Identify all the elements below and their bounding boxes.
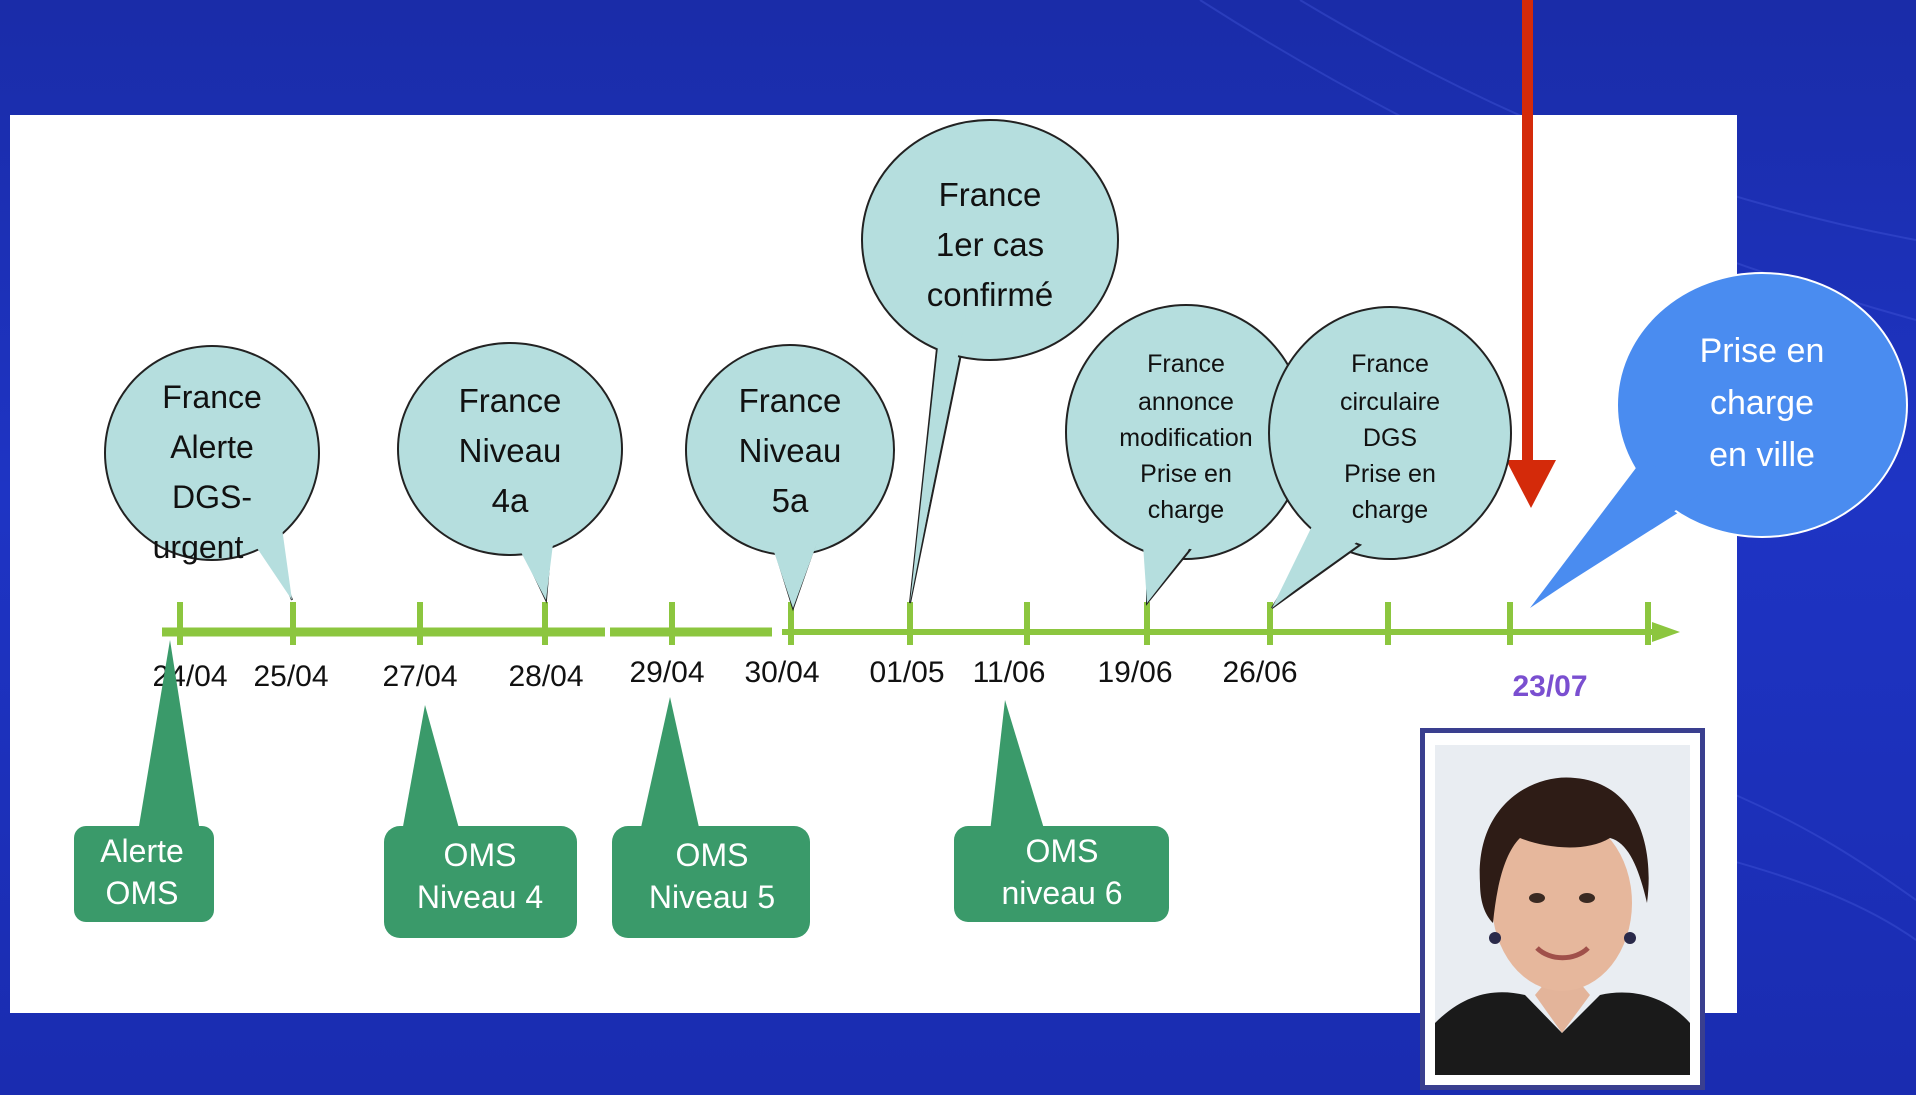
oms-line: OMS (106, 875, 179, 911)
oms-line: OMS (444, 837, 517, 873)
date-labels: 24/04 25/04 27/04 28/04 29/04 30/04 01/0… (152, 656, 1587, 703)
bubble-france-circulaire: France circulaire DGS Prise en charge (1268, 306, 1512, 609)
oms-line: Alerte (100, 833, 184, 869)
bubble-line: urgent (153, 529, 244, 565)
date-label: 26/06 (1222, 656, 1297, 689)
bubble-line: charge (1352, 496, 1428, 524)
oms-line: OMS (676, 837, 749, 873)
oms-box-niveau-6: OMS niveau 6 (954, 700, 1169, 922)
bubble-line: France (1147, 350, 1225, 378)
bubble-line: 1er cas (936, 226, 1044, 263)
bubble-france-niveau-5a: France Niveau 5a (685, 344, 895, 612)
timeline-axis (162, 602, 1680, 645)
bubble-line: 4a (492, 482, 529, 519)
oms-box-alerte: Alerte OMS (74, 640, 214, 922)
bubble-line: charge (1148, 496, 1224, 524)
bubble-line: DGS (1363, 424, 1417, 452)
red-down-arrow (1506, 0, 1556, 508)
date-label: 29/04 (629, 656, 704, 689)
bubble-line: annonce (1138, 388, 1234, 416)
bubble-line: France (162, 379, 262, 415)
highlight-date: 23/07 (1512, 670, 1587, 703)
bubble-line: France (459, 382, 562, 419)
bubble-line: Niveau (739, 432, 842, 469)
date-label: 01/05 (869, 656, 944, 689)
bubble-line: Alerte (170, 429, 254, 465)
bubble-france-niveau-4a: France Niveau 4a (397, 342, 623, 604)
oms-box-niveau-4: OMS Niveau 4 (384, 705, 577, 938)
portrait-photo (1420, 728, 1705, 1090)
bubble-france-annonce: France annonce modification Prise en cha… (1065, 304, 1307, 606)
bubble-line: circulaire (1340, 388, 1440, 416)
bubble-france-1er-cas: France 1er cas confirmé (861, 119, 1119, 604)
callout-line: en ville (1709, 436, 1815, 474)
date-label: 27/04 (382, 660, 457, 693)
oms-box-niveau-5: OMS Niveau 5 (612, 697, 810, 938)
date-label: 11/06 (973, 656, 1046, 689)
bubble-line: 5a (772, 482, 809, 519)
bubble-line: modification (1119, 424, 1252, 452)
bubble-line: France (739, 382, 842, 419)
bubble-line: Prise en (1344, 460, 1436, 488)
oms-line: Niveau 5 (649, 879, 775, 915)
bubble-line: Prise en (1140, 460, 1232, 488)
callout-line: charge (1710, 384, 1814, 422)
date-label: 28/04 (508, 660, 583, 693)
person-portrait-image (1435, 745, 1690, 1075)
bubble-line: DGS- (172, 479, 252, 515)
callout-prise-en-charge: Prise en charge en ville (1529, 272, 1908, 609)
bubble-line: Niveau (459, 432, 562, 469)
callout-line: Prise en (1700, 332, 1825, 370)
date-label: 30/04 (744, 656, 819, 689)
oms-line: niveau 6 (1002, 875, 1123, 911)
oms-line: OMS (1026, 833, 1099, 869)
bubble-france-alerte: France Alerte DGS- urgent (104, 345, 320, 601)
date-label: 25/04 (253, 660, 328, 693)
oms-line: Niveau 4 (417, 879, 543, 915)
bubble-line: confirmé (927, 276, 1054, 313)
bubble-line: France (939, 176, 1042, 213)
date-label: 19/06 (1097, 656, 1172, 689)
bubble-line: France (1351, 350, 1429, 378)
